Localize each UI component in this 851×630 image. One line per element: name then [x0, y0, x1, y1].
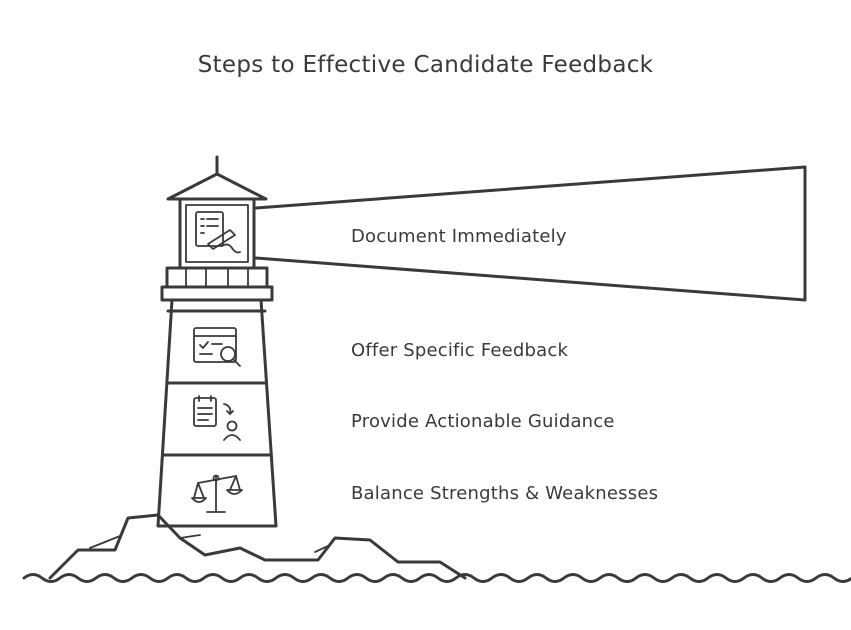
step-balance-strengths-weaknesses: Balance Strengths & Weaknesses [351, 483, 659, 504]
inspect-window-icon [193, 327, 241, 367]
balance-scale-icon [191, 474, 243, 513]
rocks [48, 513, 467, 580]
diagram-title: Steps to Effective Candidate Feedback [197, 52, 654, 78]
lantern-room [178, 197, 256, 270]
tower-body [156, 298, 278, 528]
step-provide-actionable-guidance: Provide Actionable Guidance [351, 411, 615, 432]
lighthouse-roof [166, 172, 268, 201]
light-beam [254, 165, 807, 302]
checklist-person-icon [193, 395, 241, 441]
document-pen-icon [195, 211, 241, 254]
waves [22, 573, 851, 583]
step-document-immediately: Document Immediately [351, 226, 567, 247]
step-offer-specific-feedback: Offer Specific Feedback [351, 340, 569, 361]
tower-gallery [160, 285, 274, 302]
